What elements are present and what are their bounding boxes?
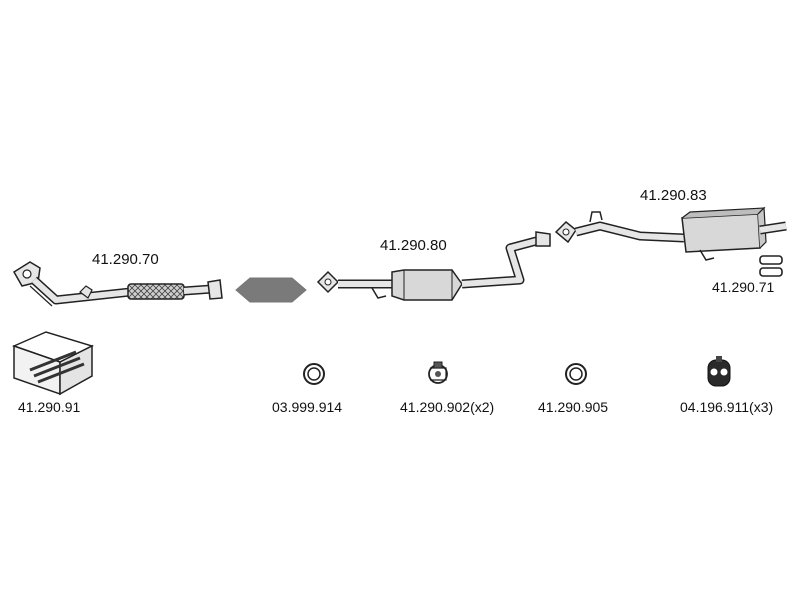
front-pipe-icon <box>12 261 223 307</box>
hanger-label: 04.196.911(x3) <box>680 399 773 415</box>
mounting-kit-label: 41.290.91 <box>18 399 80 415</box>
ring-icon <box>565 363 587 385</box>
ring-a-label: 03.999.914 <box>272 399 342 415</box>
gasket-pair-icon <box>759 255 783 277</box>
front-pipe-label: 41.290.70 <box>92 251 159 268</box>
clamp-icon <box>428 361 448 384</box>
catalyst-label: 41.290.80 <box>380 237 447 254</box>
ring-b-label: 41.290.905 <box>538 399 608 415</box>
rear-silencer-label: 41.290.83 <box>640 187 707 204</box>
mounting-kit-box-icon <box>11 331 95 396</box>
catalyst-icon <box>316 231 551 301</box>
clamp-label: 41.290.902(x2) <box>400 399 494 415</box>
rear-silencer-icon <box>554 206 787 261</box>
catalyst-placeholder-icon <box>235 277 307 303</box>
ring-icon <box>303 363 325 385</box>
gasket-pair-label: 41.290.71 <box>712 279 774 295</box>
rubber-hanger-icon <box>707 356 731 387</box>
